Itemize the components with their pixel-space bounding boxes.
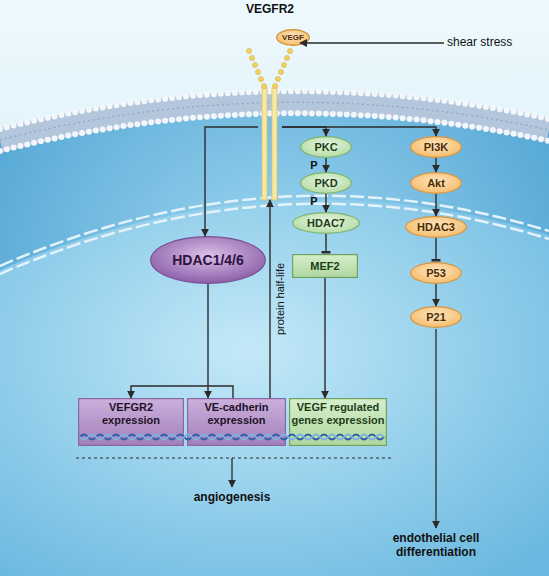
receptor-domains xyxy=(246,48,292,88)
ellipse-shape xyxy=(411,263,462,284)
node-label: PKD xyxy=(312,177,339,190)
ellipse-shape xyxy=(293,213,360,234)
ellipse-shape xyxy=(411,173,462,194)
kinase-ellipse: PKD xyxy=(300,172,352,194)
node-label: P21 xyxy=(424,311,448,324)
arrow-connector xyxy=(207,284,208,398)
receptor: VEGFR2 xyxy=(258,3,282,200)
connector-group xyxy=(131,127,436,398)
phosphorylation-mark: P xyxy=(310,159,317,171)
arrow-connector xyxy=(435,158,436,172)
outcome-label: endothelial cell differentiation xyxy=(376,531,496,560)
node-label: P53 xyxy=(424,267,448,280)
enzyme-ellipse: HDAC7 xyxy=(292,212,360,234)
arrow-connector xyxy=(435,284,436,306)
node-label: VEGFR2 xyxy=(246,3,294,17)
arrow-connector xyxy=(282,127,326,136)
ellipse-shape xyxy=(411,137,462,158)
node-label: VE-cadherin expression xyxy=(187,401,286,426)
arrow-connector xyxy=(269,200,270,398)
node-label: HDAC3 xyxy=(415,221,457,234)
outcome-arrow xyxy=(435,329,436,528)
gene-box: VEFGR2 expression xyxy=(78,398,184,446)
enzyme-ellipse: HDAC3 xyxy=(405,216,467,238)
arrow-connector xyxy=(131,386,233,398)
box-shape xyxy=(290,399,387,446)
shear-stress-arrow xyxy=(300,42,444,43)
node-label: HDAC1/4/6 xyxy=(170,252,246,268)
nuclear-envelope xyxy=(0,196,549,266)
node-label: MEF2 xyxy=(308,260,341,273)
kinase-ellipse: Akt xyxy=(410,172,462,194)
gene-box: VEGF regulated genes expression xyxy=(289,398,387,446)
ellipse-shape xyxy=(411,307,462,328)
edge-label: protein half-life xyxy=(274,263,286,335)
inhibition-connector xyxy=(435,238,436,260)
outcome-arrow xyxy=(231,458,232,487)
dashed-divider xyxy=(76,457,392,458)
arrow-connector xyxy=(324,278,325,398)
ellipse-shape xyxy=(277,30,310,46)
factor-box: MEF2 xyxy=(292,254,358,278)
node-label: VEFGR2 expression xyxy=(78,401,184,426)
dna-strand xyxy=(80,435,384,440)
arrow-connector xyxy=(435,194,436,216)
protein-ellipse: P53 xyxy=(410,262,462,284)
arrow-connector xyxy=(282,127,436,136)
kinase-ellipse: PI3K xyxy=(410,136,462,158)
receptor-stem xyxy=(262,88,267,200)
ligand-oval: VEGF xyxy=(276,29,310,46)
arrow-connector xyxy=(325,158,326,172)
node-label: HDAC7 xyxy=(305,217,347,230)
ellipse-shape xyxy=(301,137,352,158)
node-label: PI3K xyxy=(422,141,450,154)
stimulus-label: shear stress xyxy=(447,35,512,49)
phosphorylation-mark: P xyxy=(310,195,317,207)
gene-box: VE-cadherin expression xyxy=(187,398,286,446)
box-shape xyxy=(188,399,286,446)
node-label: Akt xyxy=(425,177,447,190)
node-label: VEGF xyxy=(280,33,306,42)
receptor-stem xyxy=(272,88,277,200)
arrow-connector xyxy=(205,127,258,236)
ellipse-shape xyxy=(301,173,352,194)
ellipse-shape xyxy=(151,237,266,284)
outcome-label: angiogenesis xyxy=(172,490,292,504)
nucleus xyxy=(0,200,549,576)
ellipse-shape xyxy=(406,217,467,238)
inhibition-connector xyxy=(325,234,326,252)
node-label: PKC xyxy=(312,141,339,154)
enzyme-ellipse: HDAC1/4/6 xyxy=(150,236,266,284)
node-label: VEGF regulated genes expression xyxy=(289,401,387,426)
box-shape xyxy=(293,255,358,278)
protein-ellipse: P21 xyxy=(410,306,462,328)
box-shape xyxy=(79,399,184,446)
arrow-connector xyxy=(325,194,326,212)
dna-strand xyxy=(80,435,384,440)
kinase-ellipse: PKC xyxy=(300,136,352,158)
